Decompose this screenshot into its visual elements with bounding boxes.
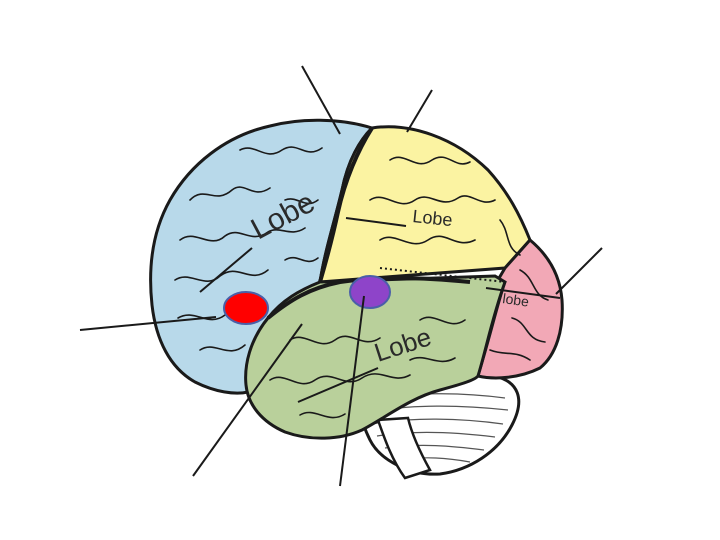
leader-line-parietal-label bbox=[345, 217, 407, 227]
purple-marker bbox=[349, 275, 391, 309]
leader-line-right bbox=[555, 247, 603, 295]
leader-line-bottom-left bbox=[192, 323, 303, 477]
leader-line-left bbox=[79, 316, 217, 331]
lateral-sulcus bbox=[266, 276, 471, 320]
leader-line-top-left bbox=[301, 65, 341, 135]
parietal-lobe-label: Lobe bbox=[412, 206, 454, 230]
leader-lines bbox=[79, 65, 603, 487]
central-sulcus bbox=[318, 126, 374, 283]
leader-line-top-right bbox=[406, 89, 433, 133]
occipital-lobe-label: lobe bbox=[502, 290, 531, 310]
leader-line-occipital-label bbox=[485, 287, 561, 299]
parieto-occipital-boundary bbox=[379, 267, 506, 283]
red-marker bbox=[223, 291, 269, 325]
brainstem bbox=[376, 416, 432, 480]
leader-line-frontal-label bbox=[199, 247, 253, 293]
leader-line-bottom-center bbox=[339, 295, 365, 487]
leader-line-temporal-label bbox=[297, 367, 379, 403]
